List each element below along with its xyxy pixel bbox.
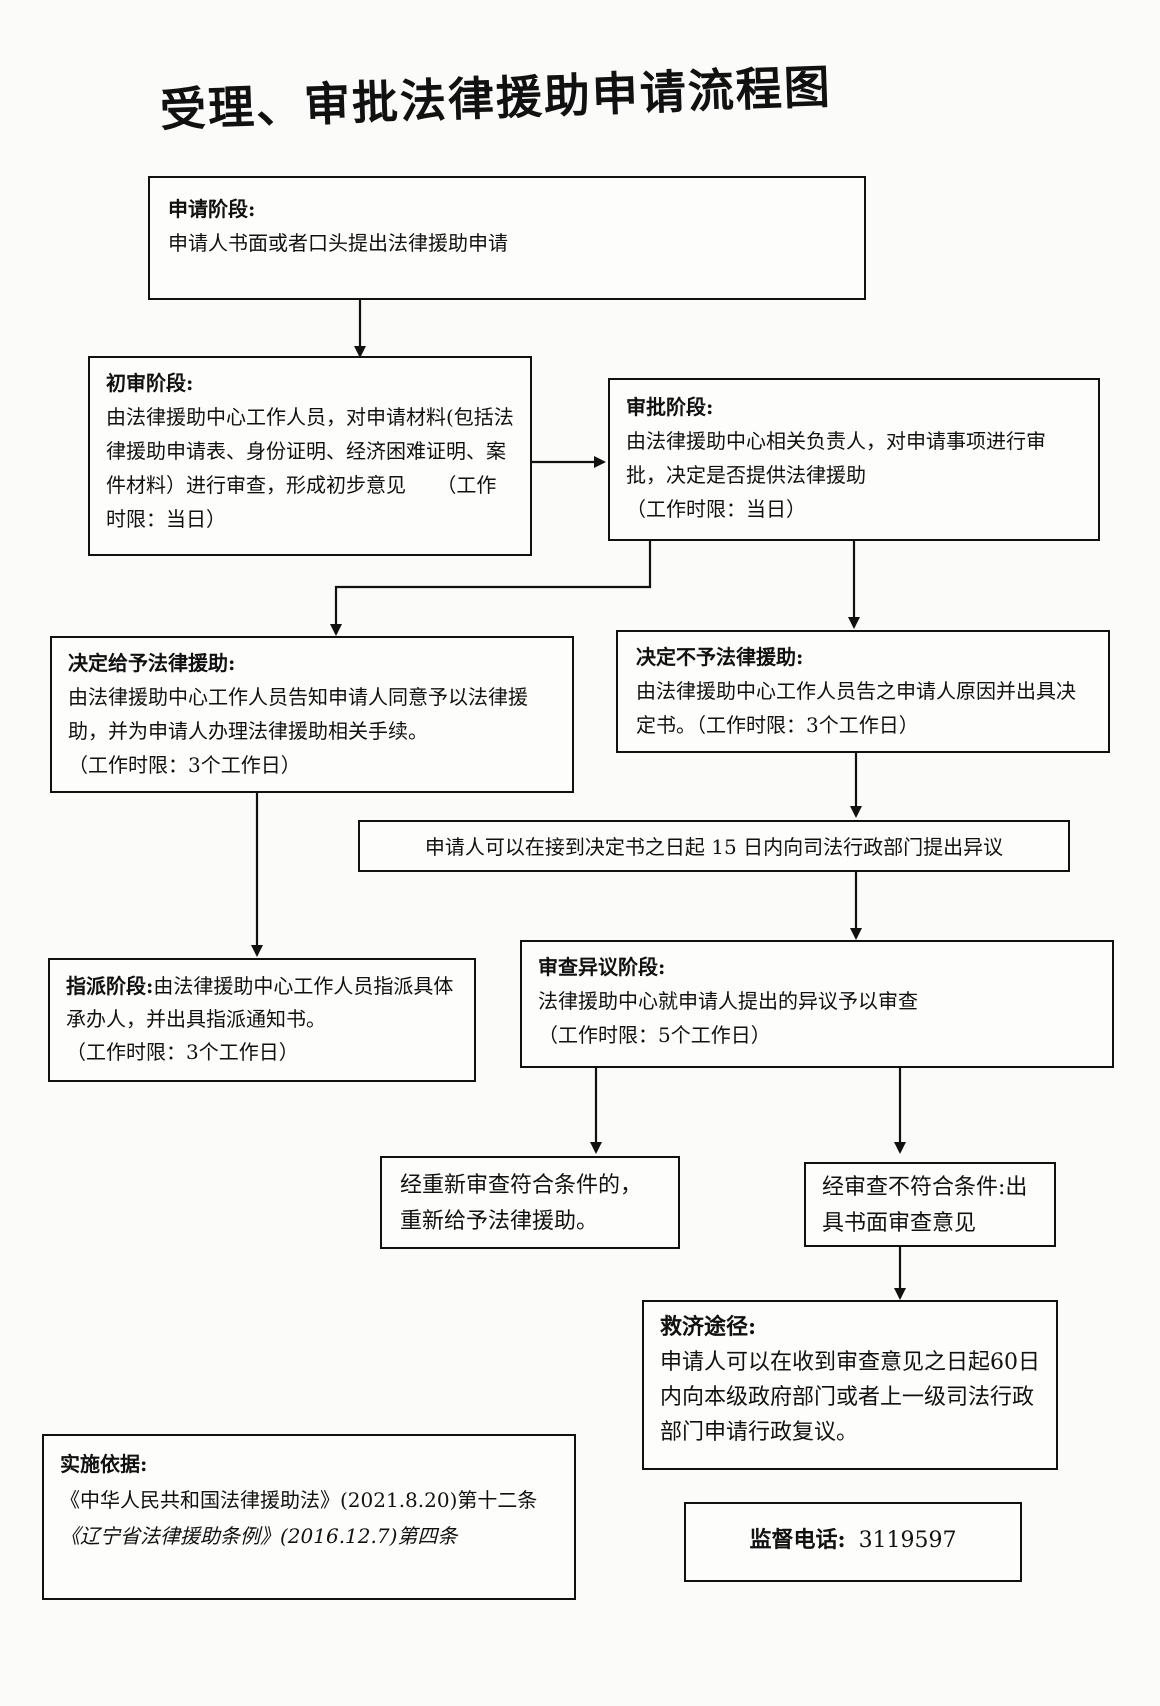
grant-aid-box: 决定给予法律援助: 由法律援助中心工作人员告知申请人同意予以法律援助，并为申请人… [50,636,574,793]
legal-basis-law2: 《辽宁省法律援助条例》(2016.12.7)第四条 [60,1524,458,1548]
remedy-heading: 救济途径: [660,1314,757,1340]
objection-review-text: 法律援助中心就申请人提出的异议予以审查 [538,989,918,1013]
hotline-number: 3119597 [858,1528,957,1553]
apply-stage-text: 申请人书面或者口头提出法律援助申请 [168,231,508,255]
not-qualified-box: 经审查不符合条件:出具书面审查意见 [804,1162,1056,1247]
initial-review-box: 初审阶段: 由法律援助中心工作人员，对申请材料(包括法律援助申请表、身份证明、经… [88,356,532,556]
hotline-box: 监督电话: 3119597 [684,1502,1022,1582]
regrant-text: 经重新审查符合条件的，重新给予法律援助。 [400,1173,643,1234]
approval-box: 审批阶段: 由法律援助中心相关负责人，对申请事项进行审批，决定是否提供法律援助 … [608,378,1100,541]
initial-review-heading: 初审阶段: [106,371,194,395]
regrant-box: 经重新审查符合条件的，重新给予法律援助。 [380,1156,680,1249]
approval-heading: 审批阶段: [626,395,714,419]
legal-basis-box: 实施依据: 《中华人民共和国法律援助法》(2021.8.20)第十二条 《辽宁省… [42,1434,576,1600]
remedy-box: 救济途径: 申请人可以在收到审查意见之日起60日内向本级政府部门或者上一级司法行… [642,1300,1058,1470]
legal-basis-heading: 实施依据: [60,1452,148,1476]
approval-time-limit: （工作时限：当日） [626,497,806,521]
objection-notice-text: 申请人可以在接到决定书之日起 15 日内向司法行政部门提出异议 [424,835,1004,859]
hotline-label: 监督电话: [749,1527,846,1553]
approval-text: 由法律援助中心相关负责人，对申请事项进行审批，决定是否提供法律援助 [626,429,1046,487]
initial-review-text: 由法律援助中心工作人员，对申请材料(包括法律援助申请表、身份证明、经济困难证明、… [106,405,514,497]
apply-stage-heading: 申请阶段: [168,197,256,221]
objection-review-heading: 审查异议阶段: [538,955,666,979]
deny-aid-heading: 决定不予法律援助: [636,645,804,669]
arrow-approval-to-grant [330,541,652,636]
grant-aid-heading: 决定给予法律援助: [68,651,236,675]
objection-notice-box: 申请人可以在接到决定书之日起 15 日内向司法行政部门提出异议 [358,820,1070,872]
apply-stage-box: 申请阶段: 申请人书面或者口头提出法律援助申请 [148,176,866,300]
grant-aid-time-limit: （工作时限：3个工作日） [68,753,301,777]
assign-stage-heading: 指派阶段: [66,974,154,998]
objection-review-time-limit: （工作时限：5个工作日） [538,1023,771,1047]
assign-stage-time-limit: （工作时限：3个工作日） [66,1040,299,1064]
assign-stage-box: 指派阶段:由法律援助中心工作人员指派具体承办人，并出具指派通知书。 （工作时限：… [48,958,476,1082]
initial-review-time-limit: （工作时限：当日） [106,473,497,531]
assign-stage-text: 由法律援助中心工作人员指派具体承办人，并出具指派通知书。 [66,974,454,1031]
grant-aid-text: 由法律援助中心工作人员告知申请人同意予以法律援助，并为申请人办理法律援助相关手续… [68,685,528,743]
remedy-text: 申请人可以在收到审查意见之日起60日内向本级政府部门或者上一级司法行政部门申请行… [660,1350,1040,1445]
not-qualified-text: 经审查不符合条件:出具书面审查意见 [822,1175,1028,1236]
deny-aid-box: 决定不予法律援助: 由法律援助中心工作人员告之申请人原因并出具决定书。（工作时限… [616,630,1110,753]
objection-review-box: 审查异议阶段: 法律援助中心就申请人提出的异议予以审查 （工作时限：5个工作日） [520,940,1114,1068]
legal-basis-law1: 《中华人民共和国法律援助法》(2021.8.20)第十二条 [60,1488,538,1512]
deny-aid-text: 由法律援助中心工作人员告之申请人原因并出具决定书。（工作时限：3个工作日） [636,679,1076,737]
